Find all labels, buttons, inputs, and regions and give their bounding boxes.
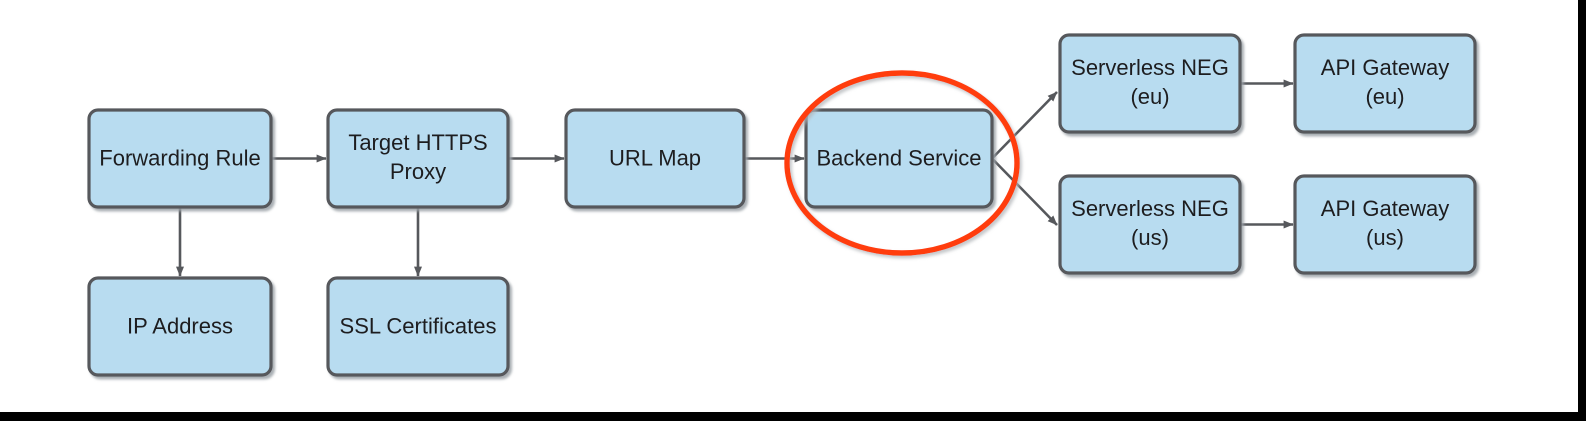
edge-backend-service-to-serverless-neg-us: [991, 157, 1058, 226]
node-ip-address[interactable]: IP Address: [87, 276, 273, 377]
node-target-https-proxy-label-line2: Proxy: [390, 159, 446, 184]
node-forwarding-rule-box[interactable]: [87, 108, 273, 209]
node-api-gateway-eu-box[interactable]: [1293, 33, 1477, 134]
window-frame-bottom-bar: [0, 412, 1586, 421]
node-api-gateway-us-box[interactable]: [1293, 174, 1477, 275]
backend-service-highlight-ellipse-icon: [784, 70, 1020, 256]
edge-backend-service-to-serverless-neg-eu: [991, 91, 1058, 160]
node-api-gateway-eu-label-line1: API Gateway: [1321, 55, 1449, 80]
node-serverless-neg-us-box[interactable]: [1058, 174, 1242, 275]
node-api-gateway-eu[interactable]: API Gateway (eu): [1293, 33, 1477, 134]
node-target-https-proxy-box[interactable]: [326, 108, 510, 209]
annotation-layer: [784, 70, 1020, 256]
node-ip-address-label: IP Address: [127, 313, 233, 338]
node-serverless-neg-eu-label-line1: Serverless NEG: [1071, 55, 1229, 80]
node-api-gateway-us-label-line1: API Gateway: [1321, 196, 1449, 221]
node-api-gateway-eu-label-line2: (eu): [1365, 84, 1404, 109]
window-frame-right-bar: [1578, 0, 1586, 421]
node-serverless-neg-eu-box[interactable]: [1058, 33, 1242, 134]
node-ip-address-box[interactable]: [87, 276, 273, 377]
node-backend-service[interactable]: Backend Service: [804, 108, 994, 209]
node-backend-service-box[interactable]: [804, 108, 994, 209]
node-layer: Forwarding Rule Target HTTPS Proxy URL M…: [87, 33, 1477, 377]
node-serverless-neg-eu[interactable]: Serverless NEG (eu): [1058, 33, 1242, 134]
node-serverless-neg-us-label-line2: (us): [1131, 225, 1169, 250]
node-ssl-certificates-label: SSL Certificates: [340, 313, 497, 338]
node-ssl-certificates-box[interactable]: [326, 276, 510, 377]
node-ssl-certificates[interactable]: SSL Certificates: [326, 276, 510, 377]
node-api-gateway-us-label-line2: (us): [1366, 225, 1404, 250]
node-url-map-label: URL Map: [609, 145, 701, 170]
node-serverless-neg-us-label-line1: Serverless NEG: [1071, 196, 1229, 221]
node-forwarding-rule-label: Forwarding Rule: [99, 145, 260, 170]
node-serverless-neg-us[interactable]: Serverless NEG (us): [1058, 174, 1242, 275]
edge-layer: [176, 79, 1294, 277]
node-url-map[interactable]: URL Map: [564, 108, 746, 209]
node-url-map-box[interactable]: [564, 108, 746, 209]
node-serverless-neg-eu-label-line2: (eu): [1130, 84, 1169, 109]
node-api-gateway-us[interactable]: API Gateway (us): [1293, 174, 1477, 275]
node-target-https-proxy[interactable]: Target HTTPS Proxy: [326, 108, 510, 209]
node-backend-service-label: Backend Service: [816, 145, 981, 170]
node-forwarding-rule[interactable]: Forwarding Rule: [87, 108, 273, 209]
node-target-https-proxy-label-line1: Target HTTPS: [348, 130, 487, 155]
